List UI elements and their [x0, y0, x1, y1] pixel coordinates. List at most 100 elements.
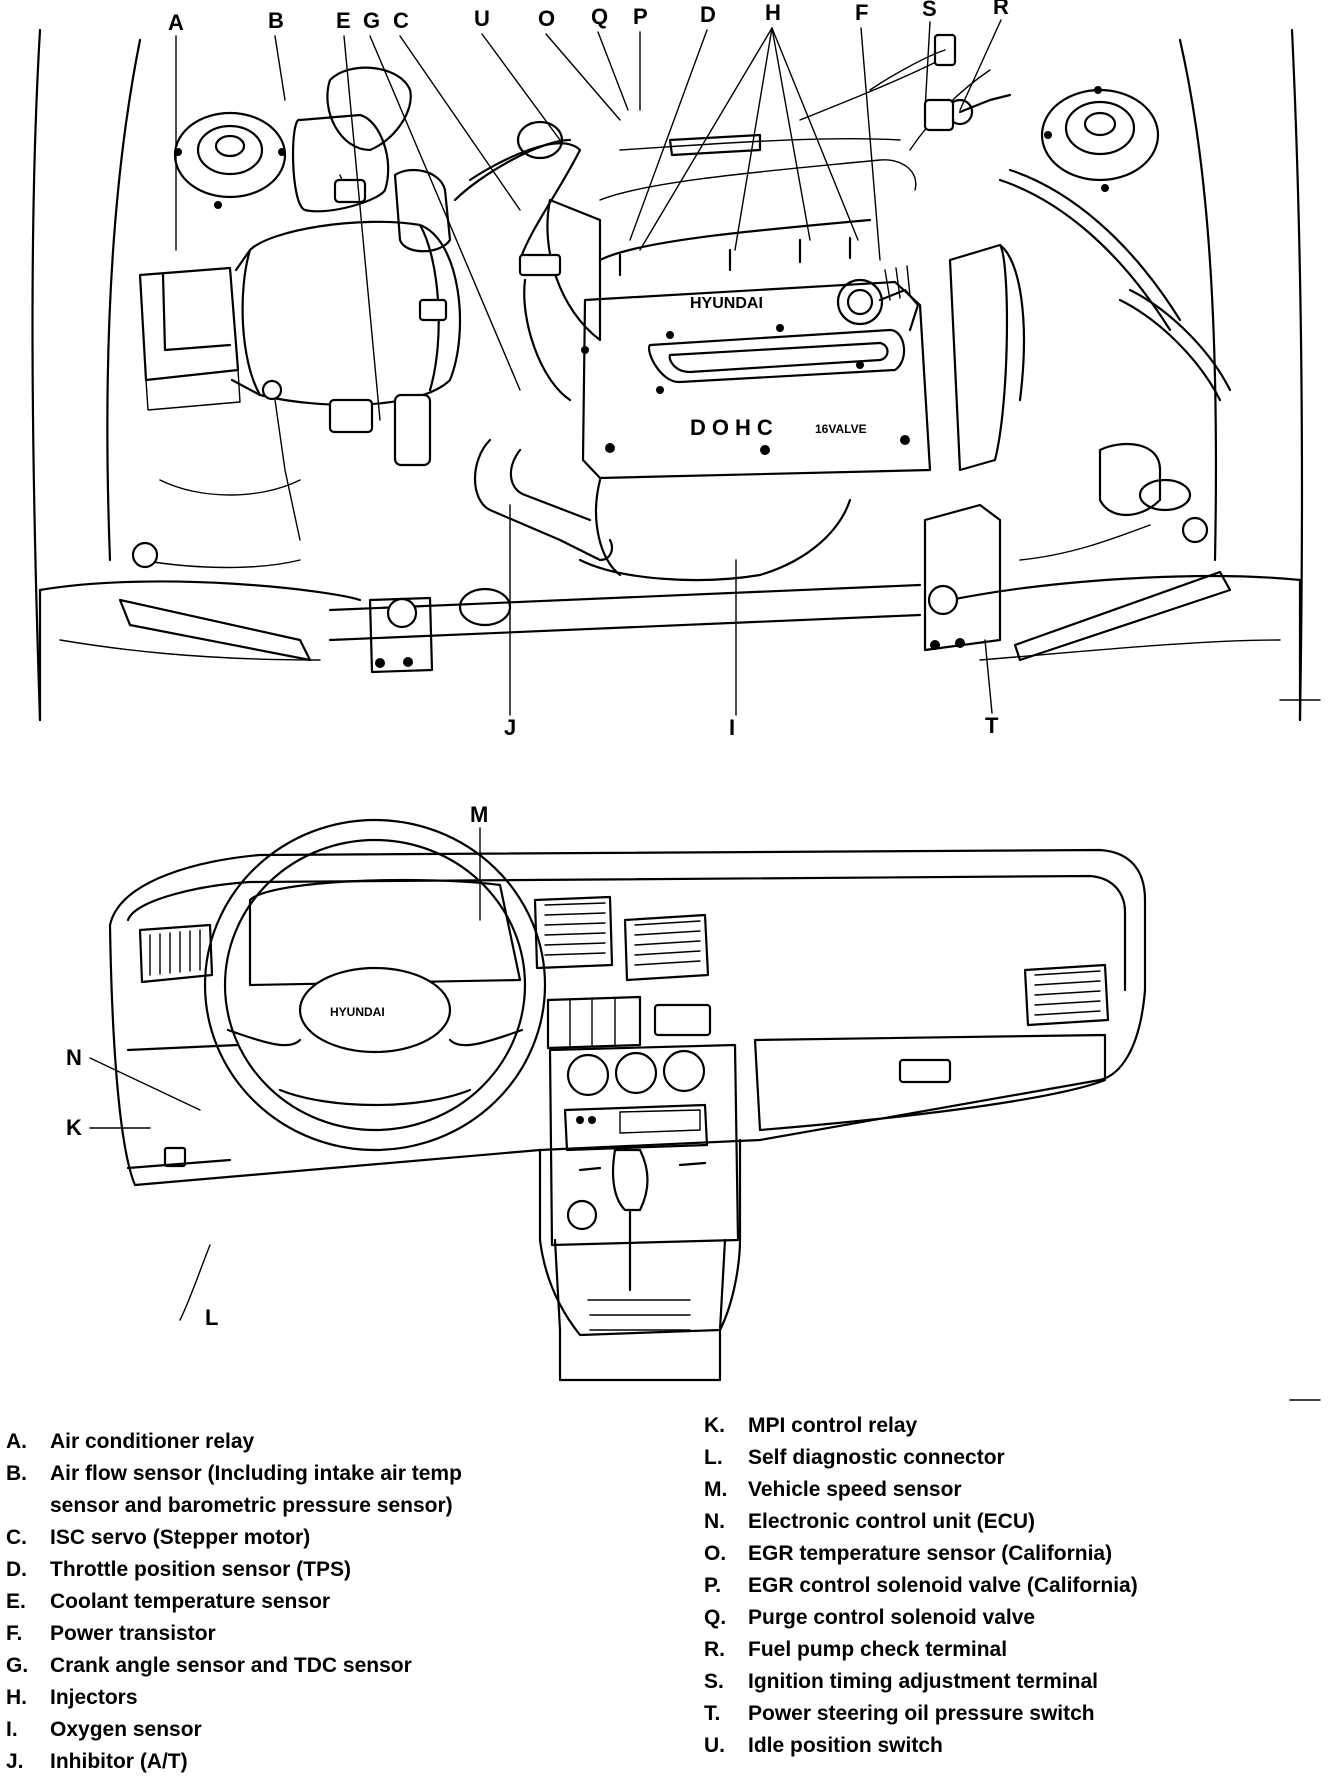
- lower-left-panel: [126, 1043, 240, 1170]
- valve-cover-brand: HYUNDAI: [690, 295, 763, 312]
- legend-text: Oxygen sensor: [50, 1718, 202, 1741]
- callout-m: M: [470, 802, 488, 827]
- legend-item: G.Crank angle sensor and TDC sensor: [6, 1650, 462, 1682]
- legend-item: D.Throttle position sensor (TPS): [6, 1554, 462, 1586]
- legend-text: Inhibitor (A/T): [50, 1750, 188, 1773]
- throttle-body: [328, 120, 602, 467]
- legend-item: N. Electronic control unit (ECU): [704, 1506, 1138, 1538]
- dash-callouts: M N K L: [66, 802, 488, 1330]
- callout-j: J: [504, 715, 516, 740]
- legend-item: R.Fuel pump check terminal: [704, 1634, 1138, 1666]
- callout-c: C: [393, 8, 409, 33]
- legend-key: A.: [6, 1430, 27, 1453]
- callout-d: D: [700, 2, 716, 27]
- callout-u: U: [474, 6, 490, 31]
- legend-key: M.: [704, 1478, 728, 1501]
- callout-h: H: [765, 0, 781, 25]
- legend-text: Power steering oil pressure switch: [748, 1702, 1095, 1725]
- legend-key: Q.: [704, 1606, 727, 1629]
- legend-text: Self diagnostic connector: [748, 1446, 1005, 1469]
- legend-key: C.: [6, 1526, 27, 1549]
- legend-key: K.: [704, 1414, 725, 1437]
- callout-s: S: [922, 0, 937, 21]
- legend-item: J.Inhibitor (A/T): [6, 1746, 462, 1778]
- legend-item: E.Coolant temperature sensor: [6, 1586, 462, 1618]
- legend-text: Idle position switch: [748, 1734, 943, 1757]
- legend-item: T. Power steering oil pressure switch: [704, 1698, 1138, 1730]
- callout-b: B: [268, 8, 284, 33]
- legend-key: H.: [6, 1686, 27, 1709]
- callout-a: A: [168, 10, 184, 35]
- intake-hose: [393, 138, 614, 562]
- air-conditioner-relay: [138, 266, 241, 411]
- left-vent: [138, 923, 214, 984]
- steering-wheel: HYUNDAI: [203, 818, 547, 1152]
- legend-key: S.: [704, 1670, 724, 1693]
- injector-harness: [598, 59, 991, 277]
- instrument-cluster: [248, 878, 522, 987]
- legend-item: U.Idle position switch: [704, 1730, 1138, 1762]
- page-edge-marks: [1279, 699, 1321, 1401]
- legend-text: Vehicle speed sensor: [748, 1478, 962, 1501]
- legend-item: I. Oxygen sensor: [6, 1714, 462, 1746]
- valve-cover: HYUNDAI DOHC 16VALVE: [581, 265, 932, 480]
- valve-cover-dohc: DOHC: [690, 415, 779, 440]
- glove-box: [753, 1033, 1107, 1132]
- legend-key: F.: [6, 1622, 23, 1645]
- legend-item: C.ISC servo (Stepper motor): [6, 1522, 462, 1554]
- legend-text: Purge control solenoid valve: [748, 1606, 1036, 1629]
- legend-text: Power transistor: [50, 1622, 216, 1645]
- callout-p: P: [633, 4, 648, 29]
- dashboard-illustration: HYUNDAI: [66, 802, 1147, 1382]
- legend-key: L.: [704, 1446, 723, 1469]
- callout-r: R: [993, 0, 1009, 19]
- legend-key: E.: [6, 1590, 26, 1613]
- legend-key: P.: [704, 1574, 722, 1597]
- left-strut-tower: [173, 111, 287, 209]
- callout-i: I: [729, 715, 735, 740]
- legend-item: L. Self diagnostic connector: [704, 1442, 1138, 1474]
- legend-text: MPI control relay: [748, 1414, 918, 1437]
- engine-compartment-illustration: HYUNDAI DOHC 16VALVE: [31, 0, 1304, 740]
- callout-l: L: [205, 1305, 218, 1330]
- legend-key: I.: [6, 1718, 18, 1741]
- callout-f: F: [855, 0, 868, 25]
- callout-n: N: [66, 1045, 82, 1070]
- legend-key: R.: [704, 1638, 725, 1661]
- legend-text: EGR temperature sensor (California): [748, 1542, 1113, 1565]
- callout-o: O: [538, 6, 555, 31]
- right-strut-tower: [1040, 86, 1160, 192]
- legend-key: N.: [704, 1510, 725, 1533]
- legend-item: O.EGR temperature sensor (California): [704, 1538, 1138, 1570]
- legend-item: S. Ignition timing adjustment terminal: [704, 1666, 1138, 1698]
- legend-text: EGR control solenoid valve (California): [748, 1574, 1138, 1597]
- legend-item: P. EGR control solenoid valve (California…: [704, 1570, 1138, 1602]
- legend-text: Injectors: [50, 1686, 138, 1709]
- component-locator-diagram: HYUNDAI DOHC 16VALVE: [31, 0, 1321, 1401]
- legend-text: Ignition timing adjustment terminal: [748, 1670, 1099, 1693]
- steering-wheel-brand: HYUNDAI: [330, 1005, 385, 1019]
- legend-item: K. MPI control relay: [704, 1410, 1138, 1442]
- legend-key: T.: [704, 1702, 721, 1725]
- legend-item: A.Air conditioner relay: [6, 1426, 462, 1458]
- legend-item: F. Power transistor: [6, 1618, 462, 1650]
- callout-q: Q: [591, 4, 608, 29]
- legend-key: B.: [6, 1462, 27, 1485]
- center-stack: [546, 995, 740, 1292]
- legend-item: Q. Purge control solenoid valve: [704, 1602, 1138, 1634]
- right-vent: [1023, 963, 1110, 1027]
- center-vents: [533, 895, 710, 982]
- legend-text: Air flow sensor (Including intake air te…: [50, 1462, 462, 1485]
- valve-cover-valve: 16VALVE: [815, 422, 867, 436]
- legend-item: H. Injectors: [6, 1682, 462, 1714]
- callout-g: G: [363, 8, 380, 33]
- legend-text: Crank angle sensor and TDC sensor: [50, 1654, 412, 1677]
- callout-e: E: [336, 8, 351, 33]
- callout-t: T: [985, 713, 999, 738]
- legend-text: Throttle position sensor (TPS): [50, 1558, 352, 1581]
- dash-leader-lines: [89, 827, 481, 1129]
- legend-text: Electronic control unit (ECU): [748, 1510, 1036, 1533]
- engine-leader-lines: [175, 19, 1002, 716]
